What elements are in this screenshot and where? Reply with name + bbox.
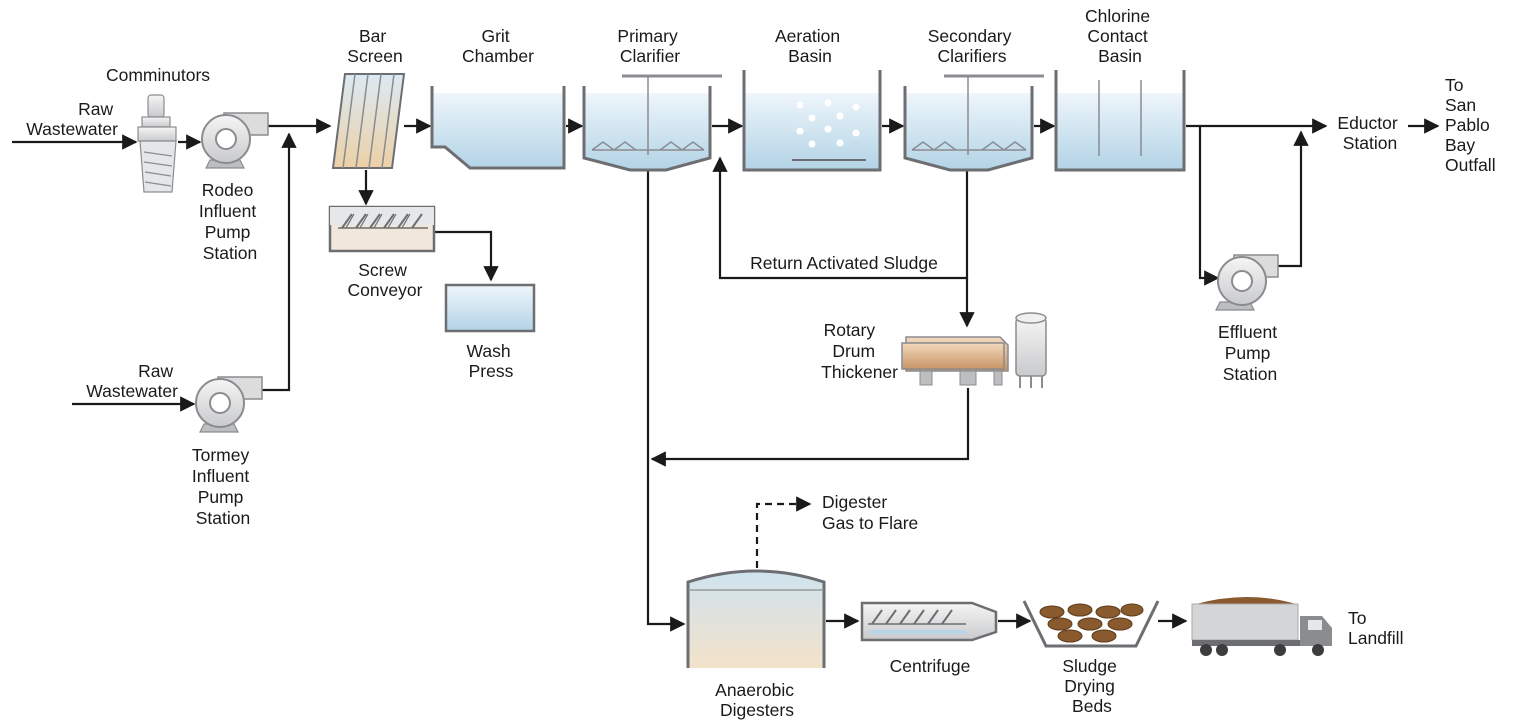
- anaerobic-digesters-label: Anaerobic Digesters: [715, 680, 799, 720]
- to-san-pablo-bay-outfall-label: To San Pablo Bay Outfall: [1445, 75, 1496, 175]
- primary-clarifier-icon: [582, 74, 722, 172]
- tormey-pump-icon: [195, 376, 263, 433]
- to-landfill-label: To Landfill: [1348, 608, 1403, 648]
- centrifuge-label: Centrifuge: [890, 656, 971, 676]
- air-bubbles: [796, 99, 860, 148]
- bar-screen-icon: [331, 73, 406, 169]
- labels: Raw Wastewater Comminutors Rodeo Influen…: [26, 6, 1495, 720]
- secondary-clarifier-icon: [903, 74, 1044, 172]
- effluent-pump-icon: [1215, 254, 1279, 311]
- primary-clarifier-label: Primary Clarifier: [617, 26, 682, 66]
- tormey-pump-label: Tormey Influent Pump Station: [192, 445, 254, 528]
- rodeo-pump-label: Rodeo Influent Pump Station: [199, 180, 261, 263]
- eductor-station-label: Eductor Station: [1337, 113, 1402, 153]
- grit-chamber-icon: [430, 86, 566, 170]
- comminutors-label: Comminutors: [106, 65, 210, 85]
- secondary-clarifiers-label: Secondary Clarifiers: [928, 26, 1017, 66]
- return-activated-sludge-label: Return Activated Sludge: [750, 253, 938, 273]
- screw-conveyor-icon: [328, 205, 436, 253]
- grit-chamber-label: Grit Chamber: [462, 26, 534, 66]
- centrifuge-icon: [860, 601, 998, 642]
- anaerobic-digester-icon: [686, 569, 826, 668]
- sludge-drying-beds-icon: [1022, 600, 1160, 648]
- chlorine-contact-basin-icon: [1054, 70, 1186, 172]
- chlorine-contact-basin-label: Chlorine Contact Basin: [1085, 6, 1155, 66]
- sludge-drying-beds-label: Sludge Drying Beds: [1062, 656, 1121, 716]
- rodeo-pump-icon: [201, 112, 269, 169]
- digester-gas-label: Digester Gas to Flare: [822, 492, 918, 533]
- raw-wastewater-bottom-label: Raw Wastewater: [86, 361, 178, 401]
- truck-icon: [1191, 597, 1332, 656]
- flow-lines: [12, 118, 1440, 632]
- wash-press-label: Wash Press: [467, 341, 516, 381]
- bar-screen-label: Bar Screen: [347, 26, 402, 66]
- effluent-pump-station-label: Effluent Pump Station: [1218, 322, 1282, 384]
- raw-wastewater-top-label: Raw Wastewater: [26, 99, 118, 139]
- comminutor-icon: [137, 94, 177, 193]
- aeration-basin-label: Aeration Basin: [775, 26, 845, 66]
- wash-press-icon: [444, 283, 536, 333]
- screw-conveyor-label: Screw Conveyor: [348, 260, 423, 300]
- rotary-drum-thickener-icon: [901, 312, 1047, 388]
- aeration-basin-icon: [742, 70, 882, 172]
- rotary-drum-thickener-label: Rotary Drum Thickener: [821, 320, 898, 382]
